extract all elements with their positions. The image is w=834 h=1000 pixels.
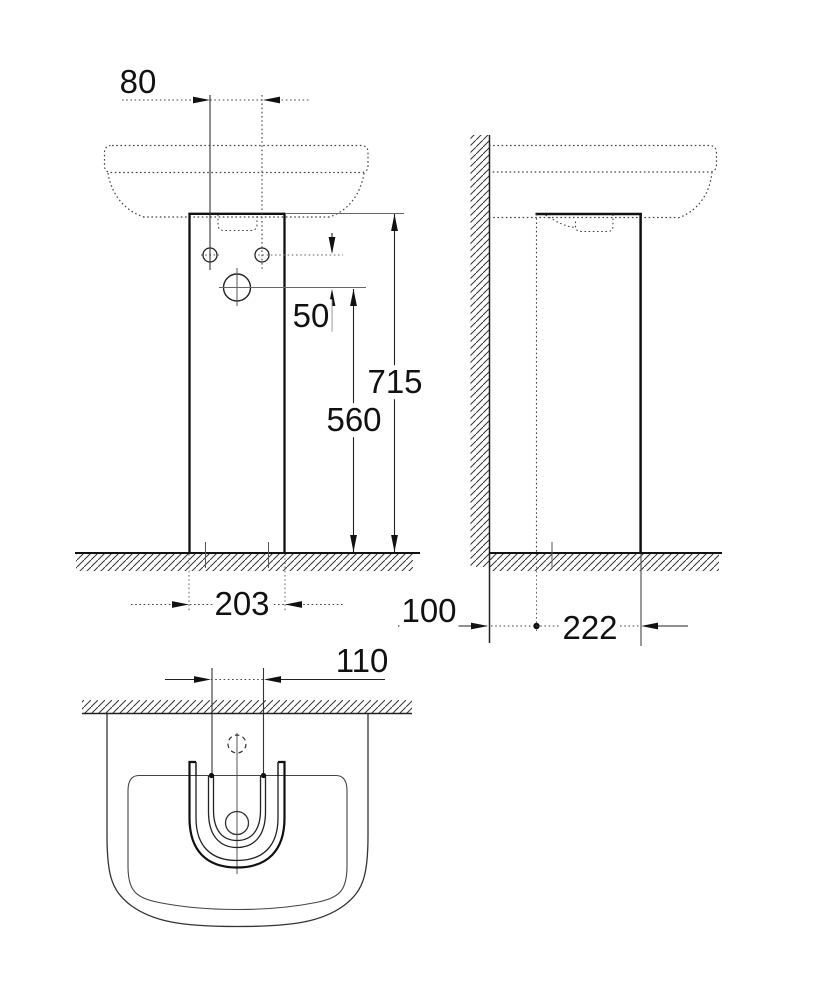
floor-hatch-side xyxy=(490,554,719,571)
dimension-110 xyxy=(165,676,385,683)
basin-outer-plan xyxy=(106,714,369,928)
drain-hole-plan xyxy=(224,810,250,836)
basin-rim-plan xyxy=(127,774,348,911)
basin-outline-side xyxy=(489,144,718,219)
dim-label-715: 715 xyxy=(365,363,425,401)
dim-label-100: 100 xyxy=(399,592,459,630)
side-view xyxy=(398,135,722,646)
dim-label-50: 50 xyxy=(290,297,332,335)
front-view xyxy=(75,95,420,612)
dim-label-80: 80 xyxy=(117,63,159,101)
dim-label-203: 203 xyxy=(212,585,272,623)
dimension-80 xyxy=(122,96,310,104)
bolt-point-left xyxy=(208,772,215,779)
dim-label-560: 560 xyxy=(324,401,384,439)
pedestal-side xyxy=(535,212,642,553)
dimension-222 xyxy=(536,622,688,630)
wall-hatch-side xyxy=(470,135,489,567)
floor-hatch-front xyxy=(76,554,413,571)
dim-label-110: 110 xyxy=(333,642,391,680)
pedestal-recess-side xyxy=(545,214,614,233)
wall-hatch-plan xyxy=(82,700,412,714)
plan-view xyxy=(82,668,412,928)
pedestal-section-plan xyxy=(188,760,286,869)
tap-hole-plan xyxy=(227,734,247,754)
dim-label-222: 222 xyxy=(560,609,620,647)
pedestal-front xyxy=(188,212,286,553)
basin-outline-front xyxy=(103,144,369,218)
bolt-point-right xyxy=(260,772,267,779)
dimension-203 xyxy=(131,601,345,608)
